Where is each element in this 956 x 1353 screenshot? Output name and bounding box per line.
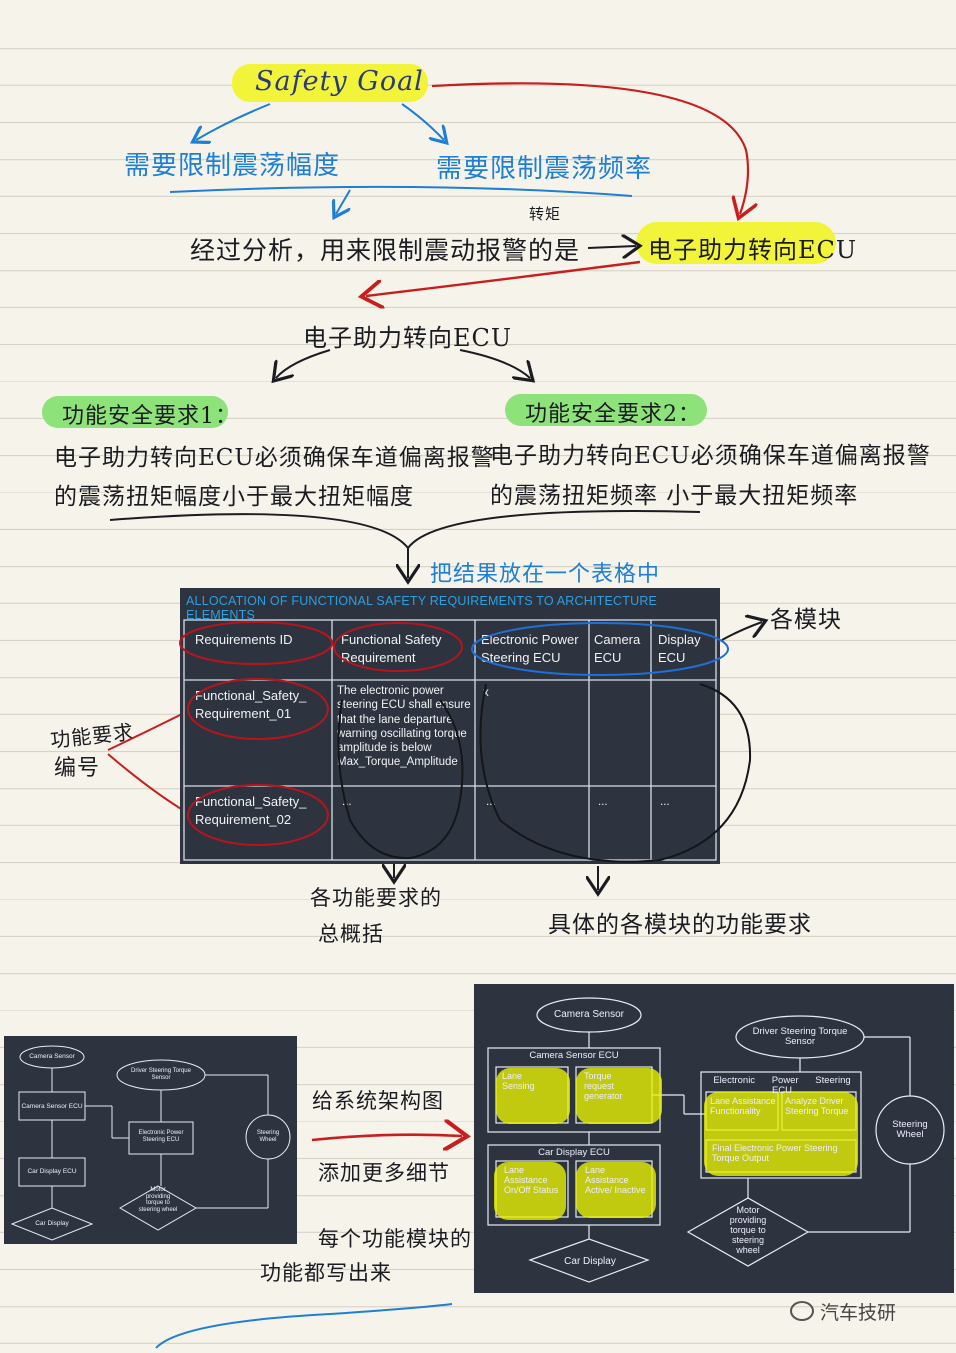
hl-lane-sensing bbox=[496, 1068, 570, 1124]
fsr2-line1: 电子助力转向ECU必须确保车道偏离报警 bbox=[490, 443, 931, 469]
small-driver-sensor: Driver Steering Torque Sensor bbox=[131, 1068, 191, 1081]
each-module-text: 各模块 bbox=[770, 607, 842, 633]
row1-eps: x bbox=[483, 687, 489, 699]
safety-goal-text: Safety Goal bbox=[255, 66, 424, 97]
row2-cam: ... bbox=[598, 796, 608, 808]
hl-lane-status bbox=[494, 1162, 566, 1220]
large-camera-sensor: Camera Sensor bbox=[553, 1009, 625, 1020]
fsr1-line2: 的震荡扭矩幅度小于最大扭矩幅度 bbox=[54, 484, 414, 510]
header-eps-ecu: Electronic Power Steering ECU bbox=[481, 632, 579, 665]
table-title: ALLOCATION OF FUNCTIONAL SAFETY REQUIREM… bbox=[186, 594, 658, 622]
row2-eps: ... bbox=[486, 796, 496, 808]
row2-disp: ... bbox=[660, 796, 670, 808]
row1-requirement: The electronic power steering ECU shall … bbox=[337, 685, 471, 769]
summary-text-1: 各功能要求的 bbox=[310, 886, 442, 910]
large-lane-active: Lane Assistance Active/ Inactive bbox=[585, 1165, 646, 1195]
hl-torque-request bbox=[576, 1068, 662, 1124]
large-camera-sensor-ecu: Camera Sensor ECU bbox=[529, 1050, 619, 1061]
hl-lane-active bbox=[576, 1162, 656, 1218]
large-torque-request: Torque request generator bbox=[584, 1071, 623, 1101]
large-lane-status: Lane Assistance On/Off Status bbox=[504, 1165, 559, 1195]
wechat-icon bbox=[790, 1301, 814, 1321]
add-detail-text: 添加更多细节 bbox=[318, 1161, 450, 1185]
large-eps-ecu: Electronic Power Steering ECU bbox=[713, 1075, 851, 1097]
ecu-center-text: 电子助力转向ECU bbox=[303, 324, 513, 352]
small-steering-wheel: Steering Wheel bbox=[256, 1130, 280, 1143]
large-driver-sensor: Driver Steering Torque Sensor bbox=[752, 1026, 848, 1048]
small-car-display: Car Display bbox=[35, 1220, 69, 1227]
write-text-2: 功能都写出来 bbox=[260, 1261, 392, 1285]
hl-eps-functions bbox=[704, 1092, 858, 1176]
req-number-text-2: 编号 bbox=[54, 756, 101, 781]
specific-text: 具体的各模块的功能要求 bbox=[548, 912, 812, 938]
small-camera-sensor-ecu: Camera Sensor ECU bbox=[21, 1103, 83, 1110]
put-in-table-text: 把结果放在一个表格中 bbox=[430, 562, 661, 587]
large-architecture-diagram: Camera Sensor Camera Sensor ECU Lane Sen… bbox=[474, 984, 954, 1293]
header-camera-ecu: Camera ECU bbox=[594, 632, 641, 665]
branch-right-text: 需要限制震荡频率 bbox=[436, 154, 653, 184]
header-requirements-id: Requirements ID bbox=[195, 632, 293, 647]
fsr1-highlight bbox=[42, 396, 228, 428]
arch-note-text: 给系统架构图 bbox=[312, 1089, 444, 1113]
small-diagram-shapes bbox=[10, 1045, 291, 1241]
row2-requirement: ... bbox=[342, 796, 352, 808]
large-final-output: Final Electronic Power Steering Torque O… bbox=[712, 1143, 838, 1163]
analysis-insert: 转矩 bbox=[529, 205, 562, 223]
small-motor: Motor providing torque to steering wheel bbox=[138, 1187, 178, 1213]
large-car-display-ecu: Car Display ECU bbox=[538, 1147, 610, 1158]
small-camera-sensor: Camera Sensor bbox=[29, 1053, 75, 1060]
fsr2-line2: 的震荡扭矩频率 小于最大扭矩频率 bbox=[490, 483, 859, 509]
watermark-text: 汽车技研 bbox=[820, 1302, 897, 1324]
summary-text-2: 总概括 bbox=[318, 922, 384, 946]
fsr2-tag: 功能安全要求2： bbox=[525, 402, 701, 427]
large-motor: Motor providing torque to steering wheel bbox=[729, 1205, 767, 1255]
large-lane-functionality: Lane Assistance Functionality bbox=[710, 1096, 776, 1116]
row2-id: Functional_Safety_ Requirement_02 bbox=[195, 794, 307, 827]
large-lane-sensing: Lane Sensing bbox=[502, 1071, 535, 1091]
header-fsr: Functional Safety Requirement bbox=[341, 632, 442, 665]
fsr1-line1: 电子助力转向ECU必须确保车道偏离报警 bbox=[54, 445, 495, 471]
target-ecu-highlight bbox=[636, 222, 836, 264]
fsr-allocation-table: ALLOCATION OF FUNCTIONAL SAFETY REQUIREM… bbox=[180, 588, 720, 864]
fsr1-tag: 功能安全要求1： bbox=[62, 404, 238, 429]
write-text-1: 每个功能模块的 bbox=[318, 1227, 472, 1251]
branch-left-text: 需要限制震荡幅度 bbox=[124, 151, 341, 181]
large-steering-wheel: Steering Wheel bbox=[892, 1119, 928, 1141]
target-ecu-text: 电子助力转向ECU bbox=[648, 236, 858, 264]
header-display-ecu: Display ECU bbox=[658, 632, 701, 665]
small-car-display-ecu: Car Display ECU bbox=[27, 1168, 77, 1175]
small-eps-ecu: Electronic Power Steering ECU bbox=[138, 1130, 184, 1143]
fsr2-highlight bbox=[505, 394, 707, 426]
small-architecture-diagram: Camera Sensor Camera Sensor ECU Car Disp… bbox=[4, 1036, 297, 1244]
large-car-display: Car Display bbox=[564, 1256, 616, 1267]
safety-goal-highlight bbox=[232, 64, 428, 102]
analysis-text: 经过分析，用来限制震动报警的是 bbox=[190, 236, 581, 265]
watermark: 汽车技研 bbox=[790, 1298, 896, 1325]
row1-id: Functional_Safety_ Requirement_01 bbox=[195, 688, 307, 721]
large-analyze-torque: Analyze Driver Steering Torque bbox=[785, 1096, 849, 1116]
